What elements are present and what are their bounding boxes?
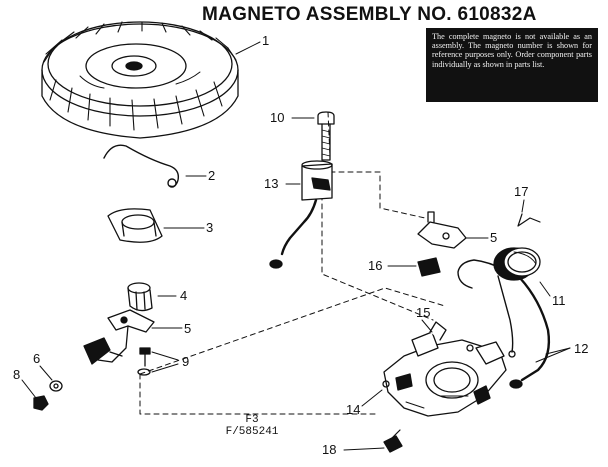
callout-12: 12 <box>574 341 589 356</box>
figure-part-number: F/585241 <box>225 426 279 438</box>
cam-bushing-part <box>127 282 153 312</box>
flywheel-part <box>41 21 239 139</box>
screw-washer-part <box>137 347 151 376</box>
spring-clip-part <box>103 144 180 188</box>
lead-wire-part <box>509 276 551 389</box>
page-title: MAGNETO ASSEMBLY NO. 610832A <box>202 4 537 25</box>
callout-15: 15 <box>416 305 431 320</box>
ignition-coil-part <box>457 247 541 358</box>
breaker-bracket-part <box>83 309 155 365</box>
stator-breaker-plate-part <box>382 321 507 417</box>
callout-6: 6 <box>33 351 41 366</box>
callout-13: 13 <box>264 176 279 191</box>
shield-part <box>107 208 163 243</box>
ignition-screw-part <box>317 111 335 161</box>
mounting-screw-part <box>383 429 403 453</box>
spring-wire-part <box>517 213 541 227</box>
callout-9: 9 <box>182 354 190 369</box>
callout-5-lower: 5 <box>184 321 192 336</box>
nut-part <box>33 395 49 411</box>
condenser-part <box>269 160 333 269</box>
availability-note: The complete magneto is not available as… <box>426 28 598 102</box>
callout-17: 17 <box>514 184 529 199</box>
upper-bracket-part <box>417 211 467 249</box>
callout-11: 11 <box>552 293 566 308</box>
callout-8: 8 <box>13 367 21 382</box>
retainer-clip-part <box>417 257 441 277</box>
callout-18: 18 <box>322 442 337 457</box>
figure-number: F3 <box>245 414 259 426</box>
callout-5-upper: 5 <box>490 230 498 245</box>
callout-16: 16 <box>368 258 383 273</box>
callout-14: 14 <box>346 402 361 417</box>
callout-4: 4 <box>180 288 188 303</box>
callout-leader-lines <box>21 41 571 451</box>
callout-3: 3 <box>206 220 214 235</box>
washer-part <box>49 380 63 392</box>
callout-10: 10 <box>270 110 285 125</box>
callout-1: 1 <box>262 33 270 48</box>
figure-reference: F3 F/585241 <box>216 414 288 438</box>
callout-2: 2 <box>208 168 216 183</box>
